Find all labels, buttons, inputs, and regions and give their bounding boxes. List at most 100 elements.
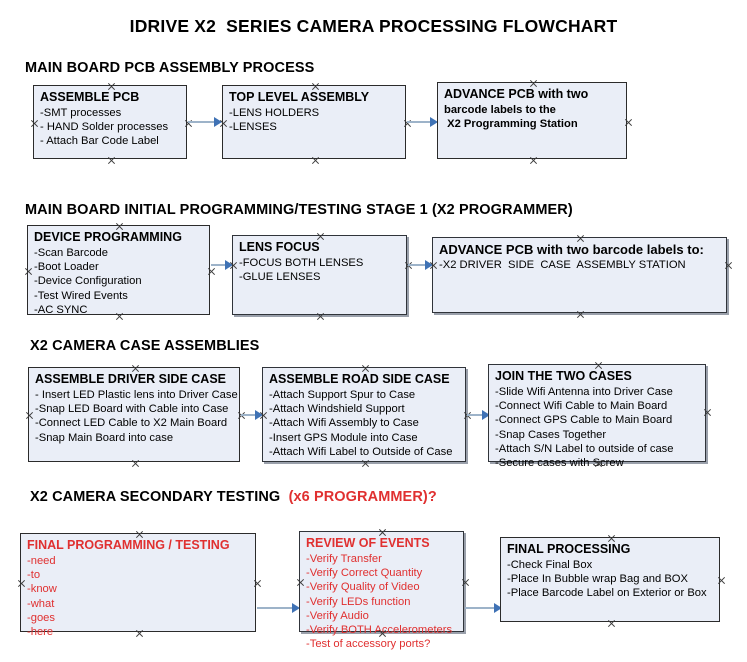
node-line: -Check Final Box [507,559,593,571]
node-line: -here [27,626,54,639]
resize-handle-right[interactable] [717,576,726,585]
resize-handle-right[interactable] [724,261,733,270]
resize-handle-left[interactable] [30,119,39,128]
node-line: -Device Configuration [34,275,142,288]
section-heading-main-board-pcb-assembly: MAIN BOARD PCB ASSEMBLY PROCESS [25,60,315,76]
node-line: -Insert GPS Module into Case [269,431,418,444]
node-title: ADVANCE PCB with two barcode labels to: [439,242,704,257]
node-assemble-pcb[interactable]: ASSEMBLE PCB -SMT processes - HAND Solde… [33,85,187,159]
node-line: -Verify Correct Quantity [306,567,423,580]
node-line: -Verify BOTH Accelerometers [306,624,453,637]
node-line: -LENSES [229,121,277,134]
node-title: TOP LEVEL ASSEMBLY [229,90,370,104]
node-line-overflow: -Test of accessory ports? [306,638,431,651]
node-line: -FOCUS BOTH LENSES [239,257,364,269]
section-heading-accent: (x6 PROGRAMMER)? [288,489,437,505]
node-line: -Secure cases with Screw [495,457,624,470]
node-title: ADVANCE PCB with two [444,87,589,101]
resize-handle-bottom[interactable] [529,156,538,165]
arrowhead-icon [255,410,263,420]
node-lens-focus[interactable]: LENS FOCUS -FOCUS BOTH LENSES -GLUE LENS… [232,235,407,315]
node-review-of-events[interactable]: REVIEW OF EVENTS -Verify Transfer -Verif… [296,531,464,650]
node-title: FINAL PROCESSING [507,542,631,556]
resize-handle-bottom[interactable] [107,156,116,165]
resize-handle-left[interactable] [24,267,33,276]
node-line: -to [27,569,41,582]
node-line: -Attach Wifi Assembly to Case [269,417,419,430]
node-title: FINAL PROGRAMMING / TESTING [27,538,230,552]
arrowhead-icon [214,117,222,127]
node-title: REVIEW OF EVENTS [306,536,430,550]
arrowhead-icon [494,603,502,613]
node-final-processing[interactable]: FINAL PROCESSING -Check Final Box -Place… [500,537,720,622]
node-line: -LENS HOLDERS [229,107,320,119]
resize-handle-left[interactable] [25,411,34,420]
arrowhead-icon [292,603,300,613]
arrowhead-icon [430,117,438,127]
resize-handle-right[interactable] [624,118,633,127]
section-heading-text: X2 CAMERA SECONDARY TESTING [30,489,289,505]
connector-road-case-to-join-cases [467,414,487,416]
node-line: -X2 DRIVER SIDE CASE ASSEMBLY STATION [439,259,686,271]
resize-handle-bottom[interactable] [576,310,585,319]
node-line: -Test Wired Events [34,289,128,302]
node-line: -Scan Barcode [34,247,109,259]
connector-device-programming-to-lens-focus [211,264,229,266]
node-final-programming-testing[interactable]: FINAL PROGRAMMING / TESTING -need -to -k… [17,533,256,638]
node-line: -Connect GPS Cable to Main Board [495,414,673,427]
node-advance-pcb-programming-station[interactable]: ADVANCE PCB with two barcode labels to t… [437,82,627,159]
node-title: ASSEMBLE DRIVER SIDE CASE [35,372,227,386]
resize-handle-right[interactable] [403,119,412,128]
resize-handle-bottom[interactable] [131,459,140,468]
node-line: - HAND Solder processes [40,121,169,134]
node-line: -Verify LEDs function [306,595,411,608]
node-line: -Connect Wifi Cable to Main Board [495,400,668,413]
node-line: -Slide Wifi Antenna into Driver Case [495,386,673,398]
node-device-programming[interactable]: DEVICE PROGRAMMING -Scan Barcode -Boot L… [24,225,210,316]
node-line: -SMT processes [40,107,122,119]
node-title: JOIN THE TWO CASES [495,369,632,383]
connector-review-events-to-final-processing [465,607,498,609]
node-line: -Attach Support Spur to Case [269,389,416,401]
node-line: -Place In Bubble wrap Bag and BOX [507,573,688,586]
resize-handle-bottom[interactable] [316,312,325,321]
node-line: -Snap Main Board into case [35,431,174,444]
resize-handle-bottom[interactable] [311,156,320,165]
resize-handle-right[interactable] [253,579,262,588]
resize-handle-right[interactable] [461,578,470,587]
resize-handle-bottom[interactable] [607,619,616,628]
resize-handle-left[interactable] [296,578,305,587]
node-line: - Insert LED Plastic lens into Driver Ca… [35,389,238,401]
resize-handle-right[interactable] [207,267,216,276]
section-heading-main-board-initial-programming: MAIN BOARD INITIAL PROGRAMMING/TESTING S… [25,202,573,218]
node-line: -Connect LED Cable to X2 Main Board [35,417,228,430]
node-assemble-road-side-case[interactable]: ASSEMBLE ROAD SIDE CASE -Attach Support … [262,367,466,462]
resize-handle-right[interactable] [184,119,193,128]
node-line: -Boot Loader [34,261,99,274]
node-title: LENS FOCUS [239,240,320,254]
node-line: -goes [27,611,55,624]
resize-handle-bottom[interactable] [361,459,370,468]
node-advance-pcb-driver-side-case[interactable]: ADVANCE PCB with two barcode labels to: … [432,237,727,313]
node-title: ASSEMBLE ROAD SIDE CASE [269,372,450,386]
node-line: -Verify Transfer [306,553,382,565]
node-line: -Verify Audio [306,609,369,622]
node-join-the-two-cases[interactable]: JOIN THE TWO CASES -Slide Wifi Antenna i… [488,364,706,469]
node-line: -Snap LED Board with Cable into Case [35,403,229,416]
connector-assemble-pcb-to-top-level [188,121,218,123]
resize-handle-right[interactable] [703,408,712,417]
node-title: ASSEMBLE PCB [40,90,140,104]
node-line: -need [27,555,56,567]
resize-handle-left[interactable] [17,579,26,588]
node-line: -Attach Wifi Label to Outside of Case [269,445,453,458]
arrowhead-icon [482,410,490,420]
node-line: -Attach S/N Label to outside of case [495,442,674,455]
node-top-level-assembly[interactable]: TOP LEVEL ASSEMBLY -LENS HOLDERS -LENSES [222,85,406,159]
arrowhead-icon [425,260,433,270]
node-line: -know [27,583,57,596]
node-assemble-driver-side-case[interactable]: ASSEMBLE DRIVER SIDE CASE - Insert LED P… [28,367,240,462]
connector-lens-focus-to-advance-pcb [408,264,430,266]
node-line: -Place Barcode Label on Exterior or Box [507,587,707,600]
node-title: DEVICE PROGRAMMING [34,230,182,244]
